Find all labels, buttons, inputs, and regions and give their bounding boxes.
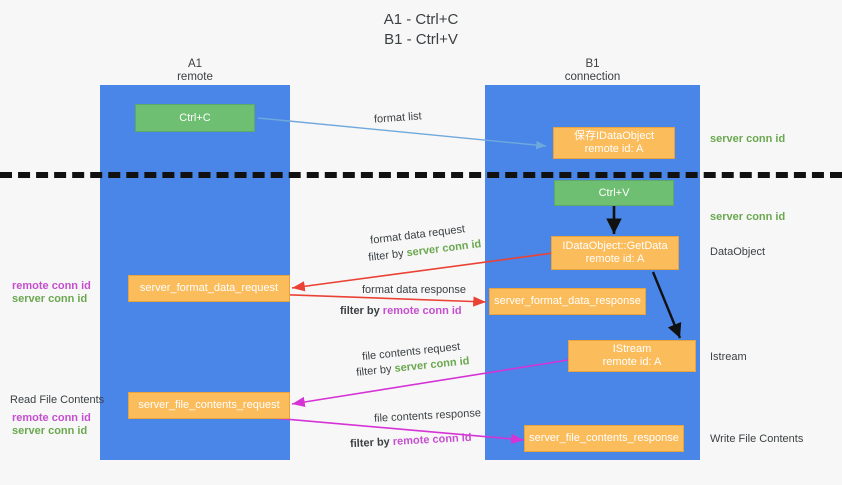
column-b1-sub: connection xyxy=(564,71,621,83)
box-server-file-contents-request-label: server_file_contents_request xyxy=(138,399,280,411)
right-label-istream: Istream xyxy=(710,351,747,363)
box-server-file-contents-response[interactable]: server_file_contents_response xyxy=(524,425,684,452)
column-header-a1: A1 remote xyxy=(100,58,290,84)
left-label-read-file-contents: Read File Contents xyxy=(10,394,105,406)
box-server-file-contents-response-label: server_file_contents_response xyxy=(529,432,679,444)
arrow-file-contents-request xyxy=(291,359,569,408)
box-getdata-line2: remote id: A xyxy=(585,253,645,265)
arrow-format-data-request xyxy=(291,252,554,292)
filter-prefix-2: filter by xyxy=(340,305,383,317)
filter-value-remote-conn-id-1: remote conn id xyxy=(382,305,462,317)
box-ctrl-v-label: Ctrl+V xyxy=(598,186,630,199)
right-label-server-conn-id-top: server conn id xyxy=(710,133,786,145)
left-label-remote-conn-id-2: remote conn id xyxy=(12,412,91,424)
edge-label-format-data-response-filter: filter by remote conn id xyxy=(340,304,462,319)
box-ctrl-c[interactable]: Ctrl+C xyxy=(135,104,255,132)
left-label-server-conn-id-1: server conn id xyxy=(12,293,88,305)
box-server-format-data-request[interactable]: server_format_data_request xyxy=(128,275,290,302)
box-save-dataobject-line1: 保存IDataObject xyxy=(573,130,655,142)
box-ctrl-c-label: Ctrl+C xyxy=(179,111,211,124)
divider-dashed xyxy=(0,172,842,178)
box-istream-line1: IStream xyxy=(612,343,652,355)
box-getdata[interactable]: IDataObject::GetData remote id: A xyxy=(551,236,679,270)
arrow-getdata-to-istream xyxy=(651,271,682,339)
left-label-remote-conn-id-1: remote conn id xyxy=(12,280,91,292)
filter-prefix-4: filter by xyxy=(349,435,394,451)
left-label-server-conn-id-2: server conn id xyxy=(12,425,88,437)
box-getdata-line1: IDataObject::GetData xyxy=(562,240,668,252)
filter-prefix-3: filter by xyxy=(355,362,396,379)
box-save-dataobject-line2: remote id: A xyxy=(584,143,644,155)
title-line-1: A1 - Ctrl+C xyxy=(383,11,459,28)
title-line-2: B1 - Ctrl+V xyxy=(384,31,458,48)
box-istream[interactable]: IStream remote id: A xyxy=(568,340,696,372)
box-server-format-data-request-label: server_format_data_request xyxy=(139,282,279,294)
column-a1-name: A1 xyxy=(187,58,203,70)
right-label-dataobject: DataObject xyxy=(710,246,766,258)
right-label-write-file-contents: Write File Contents xyxy=(710,433,804,445)
column-header-b1: B1 connection xyxy=(485,58,700,84)
column-b1-name: B1 xyxy=(585,58,600,70)
right-label-server-conn-id-mid: server conn id xyxy=(710,211,786,223)
box-server-format-data-response-label: server_format_data_response xyxy=(494,295,641,307)
arrow-format-list xyxy=(257,117,547,150)
box-save-dataobject[interactable]: 保存IDataObject remote id: A xyxy=(553,127,675,159)
column-a1-sub: remote xyxy=(177,71,213,83)
box-server-file-contents-request[interactable]: server_file_contents_request xyxy=(128,392,290,419)
box-istream-line2: remote id: A xyxy=(602,356,662,368)
filter-prefix-1: filter by xyxy=(367,247,408,264)
filter-value-remote-conn-id-2: remote conn id xyxy=(392,431,472,448)
edge-label-format-data-response: format data response xyxy=(362,284,466,296)
page-title: A1 - Ctrl+C B1 - Ctrl+V xyxy=(0,10,842,50)
box-ctrl-v[interactable]: Ctrl+V xyxy=(554,180,674,206)
box-server-format-data-response[interactable]: server_format_data_response xyxy=(489,288,646,315)
